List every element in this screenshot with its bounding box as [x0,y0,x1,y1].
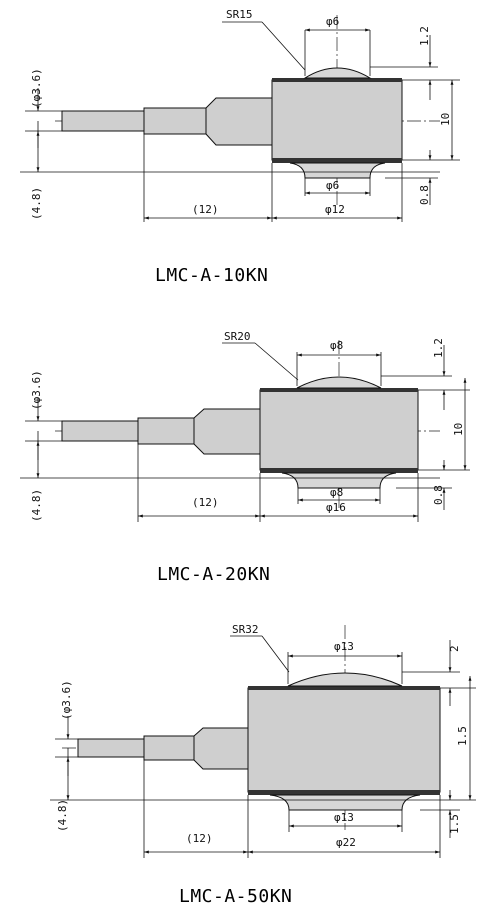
body-height-label: 1.5 [456,726,469,746]
bottom-diameter-label: φ6 [326,179,339,192]
cable-diameter-label: (φ3.6) [30,370,43,410]
top-height-label: 1.2 [418,26,431,46]
bottom-base [289,162,386,179]
cable-sleeve [137,417,195,445]
load-cell-body [259,389,419,471]
body-diameter-label: φ12 [325,203,345,216]
cable-length-label: (12) [192,203,219,216]
cable-sleeve [143,107,207,135]
sr-label: SR32 [232,623,259,636]
sr-leader-line [261,21,306,71]
cable-diameter-label: (φ3.6) [30,68,43,108]
sr-leader-line [261,635,290,673]
cable-diameter-label: (φ3.6) [60,680,73,720]
top-diameter-label: φ13 [334,640,354,653]
spherical-load-button [296,376,382,389]
sr-leader-line [254,342,299,381]
cable-strain-relief [205,97,273,146]
model-label: LMC-A-50KN [179,886,292,907]
drawing-lmc-a-10kn: SR15 φ6 1.2 10 0.8 φ6 φ12 (12) [20,8,460,286]
spherical-load-button [303,67,372,79]
model-label: LMC-A-10KN [155,265,268,286]
spherical-load-button [287,672,403,687]
cable-offset-label: (4.8) [56,799,69,832]
cable [77,738,145,758]
cable [61,420,139,442]
top-diameter-label: φ8 [330,339,343,352]
bottom-diameter-label: φ8 [330,486,343,499]
bottom-base [269,794,421,811]
cable-offset-label: (4.8) [30,187,43,220]
cable-strain-relief [193,727,251,770]
cable-length-label: (12) [186,832,213,845]
body-diameter-label: φ16 [326,501,346,514]
cable [61,110,145,132]
cable-sleeve [143,735,195,761]
body-diameter-label: φ22 [336,836,356,849]
sr-label: SR15 [226,8,253,21]
bottom-height-label: 0.8 [418,185,431,205]
load-cell-body [247,687,441,793]
body-height-label: 10 [452,423,465,436]
cable-strain-relief [193,408,261,455]
top-diameter-label: φ6 [326,15,339,28]
top-height-label: 1.2 [432,338,445,358]
bottom-diameter-label: φ13 [334,811,354,824]
body-height-label: 10 [439,113,452,126]
drawing-lmc-a-20kn: SR20 φ8 1.2 10 0.8 φ8 φ16 (12) (φ3.6) [20,330,470,585]
sr-label: SR20 [224,330,251,343]
load-cell-body [271,79,403,161]
cable-length-label: (12) [192,496,219,509]
bottom-height-label: 0.8 [432,485,445,505]
model-label: LMC-A-20KN [157,564,270,585]
drawing-lmc-a-50kn: SR32 φ13 2 1.5 1.5 φ13 φ22 (12) (φ3.6) [50,623,476,907]
bottom-height-label: 1.5 [448,814,461,834]
top-height-label: 2 [448,645,461,652]
cable-offset-label: (4.8) [30,489,43,522]
